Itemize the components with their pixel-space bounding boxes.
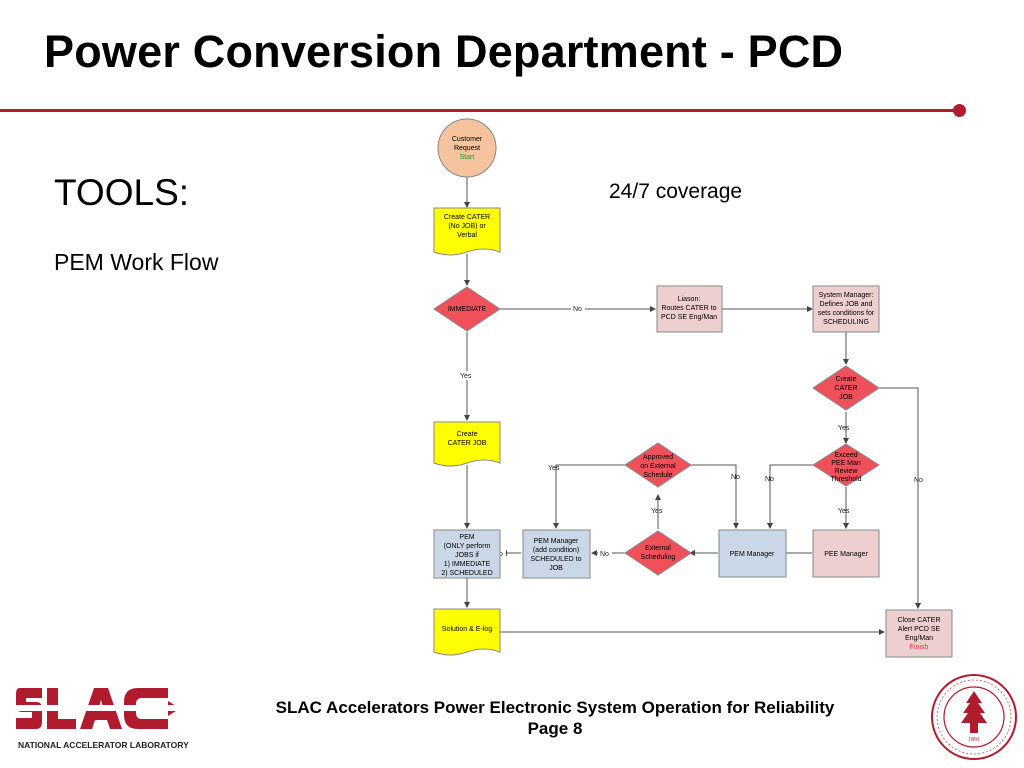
edge-label-yes: Yes [838,425,850,432]
svg-text:CATER: CATER [834,385,857,392]
svg-text:2) SCHEDULED: 2) SCHEDULED [441,570,492,577]
footer-caption: SLAC Accelerators Power Electronic Syste… [215,697,895,739]
svg-text:Request: Request [454,145,480,152]
svg-text:(No JOB) or: (No JOB) or [448,223,486,230]
pem-manager-add-condition-process: PEM Manager (add condition) SCHEDULED to… [522,529,591,579]
svg-text:Verbal: Verbal [457,232,477,239]
pee-manager-process: PEE Manager [812,529,880,578]
svg-text:Schedule: Schedule [643,472,672,479]
stanford-seal: 1891 [931,674,1017,760]
title-divider [0,109,956,112]
create-cater-document: Create CATER (No JOB) or Verbal [433,207,501,256]
svg-text:SCHEDULED to: SCHEDULED to [531,556,582,563]
svg-text:(add condition): (add condition) [533,547,579,554]
edge-label-no: No [600,551,609,558]
edge-label-yes: Yes [548,465,560,472]
liason-process: Liason: Routes CATER to PCD SE Eng/Man [656,285,723,333]
solution-elog-document: Solution & E-log [433,608,501,656]
svg-text:Customer: Customer [452,136,483,143]
page-title: Power Conversion Department - PCD [44,26,844,77]
svg-text:PCD SE Eng/Man: PCD SE Eng/Man [661,314,717,321]
svg-text:Create: Create [456,431,477,438]
coverage-label: 24/7 coverage [609,180,743,203]
pem-work-flow-label: PEM Work Flow [54,249,219,275]
svg-text:PEM: PEM [459,534,474,541]
svg-text:Create: Create [835,376,856,383]
start-node: Customer Request Start [437,118,497,178]
exceed-pee-threshold-decision: Exceed PEE Man Review Threshold [812,443,880,487]
svg-text:Exceed: Exceed [834,452,857,459]
svg-text:PEM Manager: PEM Manager [730,551,775,558]
svg-text:IMMEDIATE: IMMEDIATE [448,306,487,313]
create-cater-job-document: Create CATER JOB [433,421,501,467]
svg-text:JOB: JOB [549,565,563,572]
redwood-tree-icon [961,691,987,733]
pem-manager-process: PEM Manager [718,529,787,578]
svg-text:Review: Review [835,468,859,475]
svg-text:PEE Man: PEE Man [831,460,861,467]
svg-text:Defines JOB and: Defines JOB and [820,301,873,308]
approved-external-schedule-decision: Approved on External Schedule [624,442,692,488]
edge-labels: No Yes Yes No Yes No No Yes Yes No No [458,304,923,558]
svg-text:Start: Start [460,154,475,161]
svg-text:sets conditions for: sets conditions for [818,310,875,317]
svg-text:External: External [645,545,671,552]
close-cater-end-node: Close CATER Alert PCD SE Eng/Man Finish [885,609,953,658]
edge-label-no: No [573,306,582,313]
svg-text:Finish: Finish [910,644,929,651]
slac-logo-subtitle: NATIONAL ACCELERATOR LABORATORY [18,740,189,750]
svg-text:Eng/Man: Eng/Man [905,635,933,642]
edge-label-no: No [765,476,774,483]
connectors [464,175,921,635]
title-divider-dot [953,104,966,117]
svg-text:System Manager:: System Manager: [819,292,874,299]
pem-process: PEM (ONLY perform JOBS if 1) IMMEDIATE 2… [433,529,501,579]
create-cater-job-decision: Create CATER JOB [812,365,880,411]
svg-text:Create CATER: Create CATER [444,214,490,221]
svg-text:PEE Manager: PEE Manager [824,551,868,558]
immediate-decision: IMMEDIATE [433,286,501,332]
svg-text:CATER JOB: CATER JOB [448,440,487,447]
svg-text:Liason:: Liason: [678,296,701,303]
slac-logo: NATIONAL ACCELERATOR LABORATORY [16,688,189,750]
svg-text:Scheduling: Scheduling [641,554,676,561]
edge-label-yes: Yes [838,508,850,515]
svg-text:1) IMMEDIATE: 1) IMMEDIATE [444,561,491,568]
slac-logo-mark [16,688,180,729]
svg-text:JOB: JOB [839,394,853,401]
svg-text:JOBS if: JOBS if [455,552,479,559]
page-number: Page 8 [527,719,583,738]
footer-line-1: SLAC Accelerators Power Electronic Syste… [275,698,835,717]
system-manager-process: System Manager: Defines JOB and sets con… [812,285,880,333]
tools-heading: TOOLS: [54,172,190,213]
svg-text:Routes CATER to: Routes CATER to [661,305,716,312]
edge-label-no: No [731,474,740,481]
external-scheduling-decision: External Scheduling [624,530,692,576]
svg-text:SCHEDULING: SCHEDULING [823,319,869,326]
svg-text:Solution & E-log: Solution & E-log [442,626,492,633]
svg-text:Approved: Approved [643,454,673,461]
svg-text:on External: on External [640,463,676,470]
svg-text:Threshold: Threshold [830,476,861,483]
edge-label-yes: Yes [460,373,472,380]
seal-year: 1891 [968,737,980,743]
edge-label-yes: Yes [651,508,663,515]
svg-text:PEM Manager: PEM Manager [534,538,579,545]
edge-label-no: No [914,477,923,484]
svg-text:Alert PCD SE: Alert PCD SE [898,626,941,633]
svg-text:Close CATER: Close CATER [897,617,940,624]
svg-text:(ONLY perform: (ONLY perform [444,543,491,550]
